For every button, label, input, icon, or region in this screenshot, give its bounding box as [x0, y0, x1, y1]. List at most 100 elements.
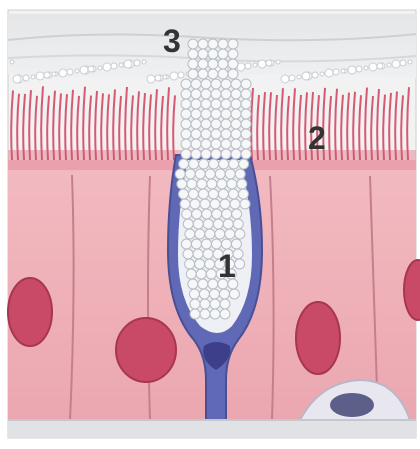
- mucin-granule: [191, 109, 201, 119]
- mucin-granule: [181, 129, 191, 139]
- mucin-granule: [228, 69, 238, 79]
- mucus-droplet: [392, 60, 400, 68]
- mucus-droplet: [119, 63, 123, 67]
- mucus-droplet: [356, 66, 362, 72]
- mucin-granule: [206, 269, 216, 279]
- mucin-granule: [201, 149, 211, 159]
- mucin-granule: [195, 229, 205, 239]
- mucus-droplet: [80, 66, 88, 74]
- mucin-granule: [188, 189, 198, 199]
- mucin-granule: [205, 169, 215, 179]
- mucin-granule: [200, 299, 210, 309]
- mucin-granule: [189, 289, 199, 299]
- mucin-granule: [233, 219, 243, 229]
- mucin-granule: [198, 279, 208, 289]
- mucin-granule: [197, 179, 207, 189]
- mucin-granule: [191, 79, 201, 89]
- mucin-granule: [220, 299, 230, 309]
- mucin-granule: [231, 129, 241, 139]
- mucin-granule: [198, 39, 208, 49]
- mucin-granule: [208, 189, 218, 199]
- mucin-granule: [200, 309, 210, 319]
- mucus-droplet: [23, 75, 29, 81]
- mucin-granule: [175, 169, 185, 179]
- mucin-granule: [218, 49, 228, 59]
- mucin-granule: [235, 229, 245, 239]
- mucin-granule: [196, 269, 206, 279]
- mucus-droplet: [134, 60, 140, 66]
- mucin-granule: [238, 189, 248, 199]
- mucin-granule: [210, 199, 220, 209]
- mucin-granule: [191, 89, 201, 99]
- mucin-granule: [211, 99, 221, 109]
- label-3-mucus: 3: [163, 25, 181, 57]
- mucin-granule: [218, 59, 228, 69]
- mucin-granule: [202, 209, 212, 219]
- mucus-droplet: [348, 66, 356, 74]
- mucin-granule: [211, 119, 221, 129]
- mucin-granule: [181, 239, 191, 249]
- mucus-droplet: [289, 75, 295, 81]
- mucin-granule: [231, 149, 241, 159]
- mucin-granule: [241, 149, 251, 159]
- mucus-droplet: [253, 63, 257, 67]
- mucin-granule: [239, 159, 249, 169]
- mucin-granule: [185, 169, 195, 179]
- mucin-granule: [221, 129, 231, 139]
- mucin-granule: [208, 49, 218, 59]
- mucus-droplet: [266, 60, 272, 66]
- basal-cell-nucleus: [330, 393, 374, 417]
- mucin-granule: [181, 109, 191, 119]
- mucin-granule: [178, 189, 188, 199]
- mucin-granule: [177, 179, 187, 189]
- mucin-granule: [221, 99, 231, 109]
- mucin-granule: [193, 219, 203, 229]
- mucin-granule: [241, 129, 251, 139]
- mucin-granule: [219, 289, 229, 299]
- mucin-granule: [190, 199, 200, 209]
- mucin-granule: [195, 169, 205, 179]
- mucus-droplet: [258, 60, 266, 68]
- mucin-granule: [203, 249, 213, 259]
- mucin-granule: [180, 199, 190, 209]
- mucin-granule: [221, 109, 231, 119]
- mucin-granule: [201, 239, 211, 249]
- mucin-granule: [185, 229, 195, 239]
- mucin-granule: [207, 179, 217, 189]
- mucus-droplet: [142, 60, 146, 64]
- mucin-granule: [201, 109, 211, 119]
- mucus-droplet: [341, 69, 345, 73]
- mucin-granule: [182, 209, 192, 219]
- mucus-droplet: [281, 75, 289, 83]
- mucin-granule: [186, 269, 196, 279]
- mucin-granule: [241, 99, 251, 109]
- mucus-droplet: [88, 66, 94, 72]
- mucin-granule: [215, 169, 225, 179]
- mucus-droplet: [297, 75, 301, 79]
- mucin-granule: [189, 159, 199, 169]
- mucus-droplet: [67, 69, 73, 75]
- mucin-granule: [231, 99, 241, 109]
- mucus-droplet: [103, 63, 111, 71]
- mucin-granule: [192, 209, 202, 219]
- mucus-droplet: [10, 60, 14, 64]
- mucin-granule: [195, 259, 205, 269]
- mucin-granule: [225, 169, 235, 179]
- mucin-granule: [228, 39, 238, 49]
- mucin-granule: [220, 309, 230, 319]
- mucin-granule: [191, 139, 201, 149]
- mucin-granule: [211, 149, 221, 159]
- mucin-granule: [188, 59, 198, 69]
- label-1-goblet-cell: 1: [218, 250, 236, 282]
- mucus-droplet: [377, 63, 383, 69]
- mucin-granule: [222, 209, 232, 219]
- mucin-granule: [198, 49, 208, 59]
- mucus-droplet: [111, 63, 117, 69]
- mucus-droplet: [312, 72, 318, 78]
- mucin-granule: [211, 129, 221, 139]
- mucin-granule: [181, 89, 191, 99]
- mucin-granule: [208, 279, 218, 289]
- mucin-granule: [231, 139, 241, 149]
- mucin-granule: [181, 99, 191, 109]
